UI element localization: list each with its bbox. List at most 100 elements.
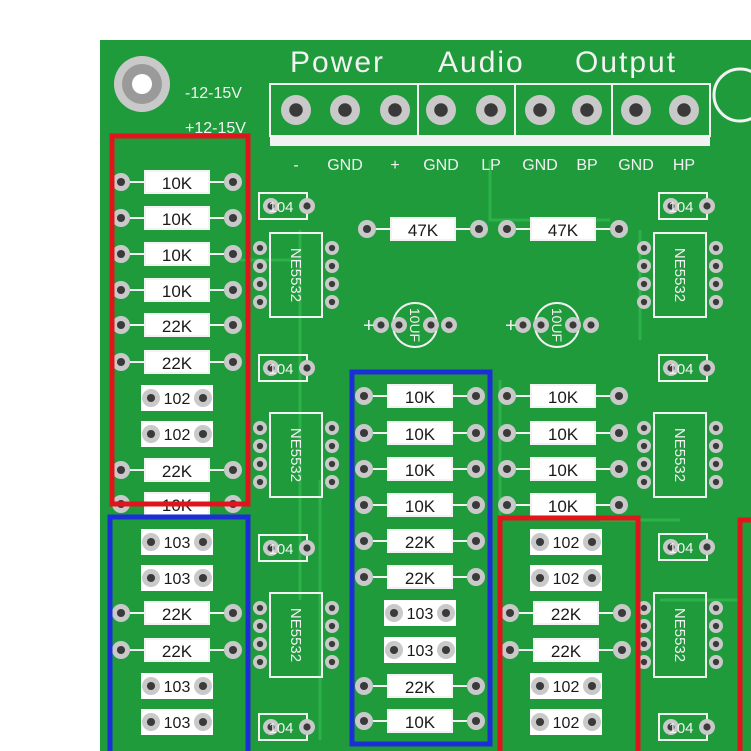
- solder-pad: [263, 540, 279, 556]
- component-value: 102: [164, 427, 191, 444]
- capacitor-104: 104: [658, 533, 715, 561]
- header-pad: [426, 95, 456, 125]
- solder-pad: [498, 460, 516, 478]
- component-value: 104: [268, 720, 293, 737]
- solder-pad: [224, 173, 242, 191]
- solder-pad: [637, 457, 651, 471]
- resistor: 10K: [498, 493, 628, 517]
- header-pad: [572, 95, 602, 125]
- solder-pad: [325, 439, 339, 453]
- component-value: 22K: [551, 605, 582, 624]
- resistor: 22K: [112, 313, 242, 337]
- solder-pad: [355, 496, 373, 514]
- solder-pad: [373, 317, 389, 333]
- header-pad: [380, 95, 410, 125]
- resistor: 10K: [112, 170, 242, 194]
- solder-pad: [663, 198, 679, 214]
- resistor: 22K: [355, 529, 485, 553]
- solder-pad: [467, 496, 485, 514]
- solder-pad: [709, 421, 723, 435]
- solder-pad: [325, 637, 339, 651]
- solder-pad: [663, 719, 679, 735]
- solder-pad: [709, 457, 723, 471]
- solder-pad: [194, 533, 212, 551]
- component-value: 47K: [548, 221, 579, 240]
- ceramic-capacitor: 103: [141, 709, 213, 735]
- ic-ne5532: NE5532: [637, 232, 723, 318]
- component-value: 22K: [405, 569, 436, 588]
- highlight-box-blue-bottom-left: [107, 514, 251, 751]
- solder-pad: [142, 425, 160, 443]
- title-power: Power: [290, 46, 385, 79]
- header-pad: [330, 95, 360, 125]
- solder-pad: [253, 655, 267, 669]
- solder-pad: [637, 475, 651, 489]
- electrolytic-capacitor: 10UF+: [363, 302, 457, 348]
- resistor: 22K: [112, 350, 242, 374]
- component-value: 22K: [162, 462, 193, 481]
- solder-pad: [533, 317, 549, 333]
- header-label: +: [390, 157, 399, 174]
- component-value: 22K: [551, 642, 582, 661]
- header-bar: [270, 136, 710, 146]
- solder-pad: [709, 295, 723, 309]
- solder-pad: [224, 353, 242, 371]
- solder-pad: [610, 460, 628, 478]
- ic-ne5532: NE5532: [253, 592, 339, 678]
- component-value: 103: [164, 679, 191, 696]
- solder-pad: [253, 421, 267, 435]
- component-value: 22K: [162, 317, 193, 336]
- ceramic-capacitor: 102: [141, 385, 213, 411]
- solder-pad: [112, 173, 130, 191]
- ic-label: NE5532: [287, 428, 304, 482]
- solder-pad: [610, 496, 628, 514]
- solder-pad: [699, 719, 715, 735]
- solder-pad: [325, 295, 339, 309]
- solder-pad: [709, 439, 723, 453]
- resistor: 22K: [112, 458, 242, 482]
- resistor: 10K: [498, 421, 628, 445]
- component-value: 102: [553, 679, 580, 696]
- solder-pad: [194, 677, 212, 695]
- solder-pad: [253, 601, 267, 615]
- solder-pad: [583, 317, 599, 333]
- solder-pad: [610, 387, 628, 405]
- solder-pad: [263, 198, 279, 214]
- solder-pad: [194, 713, 212, 731]
- header-pads: [281, 84, 699, 136]
- component-value: 10K: [162, 174, 193, 193]
- capacitor-104: 104: [258, 354, 315, 382]
- solder-pad: [437, 604, 455, 622]
- component-value: 10K: [405, 713, 436, 732]
- solder-pad: [253, 637, 267, 651]
- solder-pad: [583, 677, 601, 695]
- solder-pad: [355, 532, 373, 550]
- component-value: 103: [164, 571, 191, 588]
- solder-pad: [112, 641, 130, 659]
- resistor: 10K: [355, 457, 485, 481]
- solder-pad: [224, 245, 242, 263]
- solder-pad: [253, 457, 267, 471]
- component-value: 10K: [405, 461, 436, 480]
- solder-pad: [498, 424, 516, 442]
- solder-pad: [709, 655, 723, 669]
- solder-pad: [565, 317, 581, 333]
- solder-pad: [699, 360, 715, 376]
- solder-pad: [467, 387, 485, 405]
- solder-pad: [709, 475, 723, 489]
- header-label: GND: [618, 157, 654, 174]
- solder-pad: [142, 677, 160, 695]
- solder-pad: [637, 421, 651, 435]
- highlight-box-blue-center: [349, 369, 493, 747]
- header-label: -: [293, 157, 298, 174]
- component-value: 104: [668, 361, 693, 378]
- component-value: 104: [668, 720, 693, 737]
- solder-pad: [112, 604, 130, 622]
- polarity-plus-sign: +: [505, 315, 517, 337]
- solder-pad: [142, 713, 160, 731]
- solder-pad: [709, 277, 723, 291]
- solder-pad: [613, 641, 631, 659]
- solder-pad: [467, 460, 485, 478]
- solder-pad: [699, 539, 715, 555]
- ic-label: NE5532: [287, 248, 304, 302]
